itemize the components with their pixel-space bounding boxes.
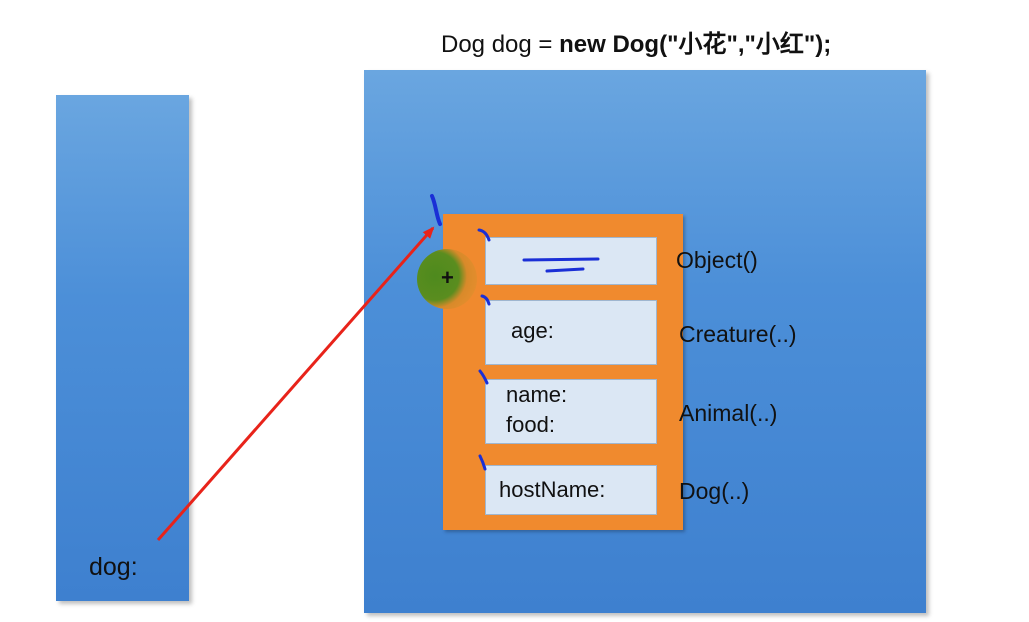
dog-field-text: hostName: [499, 477, 606, 502]
creature-constructor-label: Creature(..) [679, 321, 797, 347]
dog-constructor-label: Dog(..) [679, 478, 750, 504]
reference-arrow [156, 226, 435, 541]
animal-field-box: name: food: [485, 379, 657, 444]
ink-scribble-line-1 [522, 257, 600, 262]
plus-marker: + [441, 265, 454, 290]
stack-memory: dog: [56, 95, 189, 601]
object-constructor-label: Object() [676, 247, 758, 273]
creature-field-text: age: [511, 318, 554, 343]
ink-scribble-line-2 [545, 267, 585, 273]
ink-mark-field-1 [477, 228, 491, 242]
ink-mark-field-2 [480, 294, 491, 306]
code-statement: Dog dog = new Dog("小花","小红"); [441, 24, 831, 59]
ink-mark-field-3 [478, 369, 489, 385]
code-prefix: Dog dog = [441, 31, 560, 58]
animal-field-text: name: food: [506, 382, 568, 437]
ink-mark-top [430, 194, 442, 226]
dog-field-box: hostName: [485, 465, 657, 515]
object-field-box [485, 237, 657, 285]
dog-object: age: name: food: hostName: [443, 214, 683, 530]
creature-field-box: age: [485, 300, 657, 365]
animal-constructor-label: Animal(..) [679, 400, 778, 426]
ink-mark-field-4 [478, 454, 487, 471]
object-address-marker [417, 249, 477, 309]
code-new-expression: new Dog("小花","小红"); [559, 31, 832, 58]
dog-variable-label: dog: [89, 553, 138, 581]
